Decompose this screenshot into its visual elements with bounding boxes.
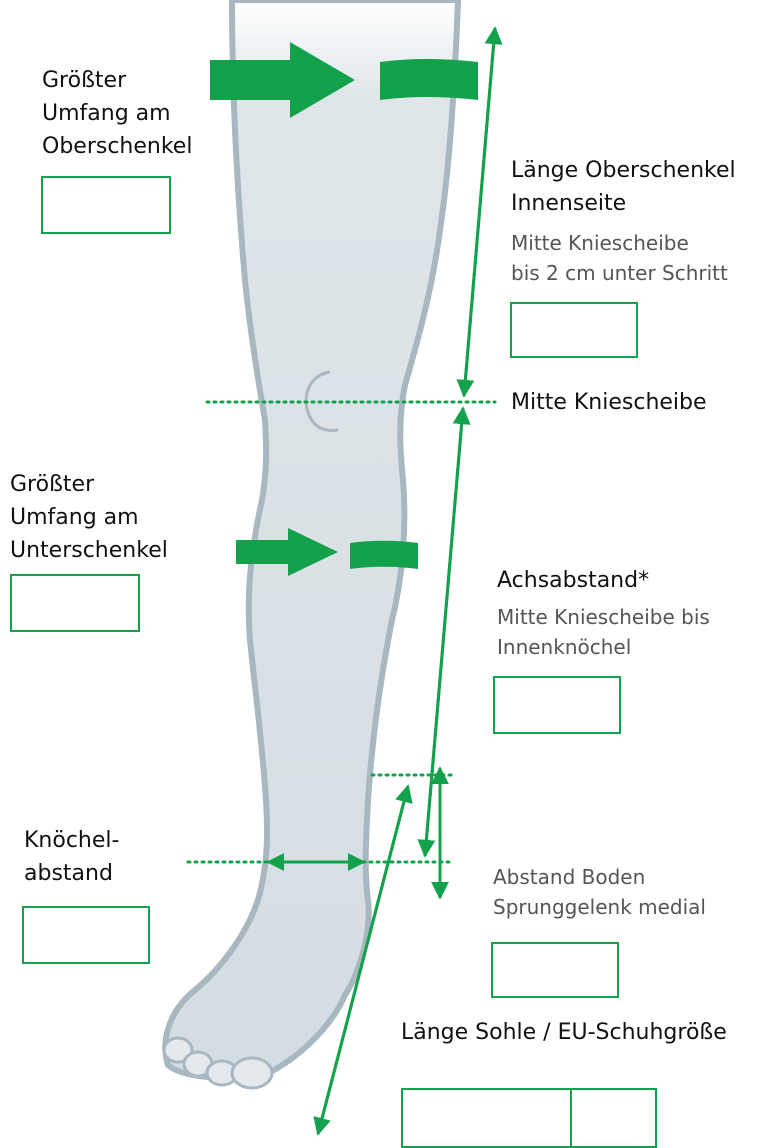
sole-length-label: Länge Sohle / EU-Schuhgröße (401, 1016, 727, 1049)
calf-circumference-box[interactable] (10, 574, 140, 632)
thigh-circumference-box[interactable] (41, 176, 171, 234)
thigh-length-box[interactable] (510, 302, 638, 358)
ankle-distance-label: Knöchel-abstand (24, 824, 119, 890)
sole-length-box-divider (570, 1090, 572, 1146)
leg-shape (165, 0, 458, 1078)
floor-distance-box[interactable] (491, 942, 619, 998)
axis-distance-box[interactable] (493, 676, 621, 734)
axis-distance-title: Achsabstand* (497, 564, 649, 597)
ankle-distance-box[interactable] (22, 906, 150, 964)
knee-center-label: Mitte Kniescheibe (511, 386, 707, 419)
sole-length-box[interactable] (401, 1088, 657, 1148)
